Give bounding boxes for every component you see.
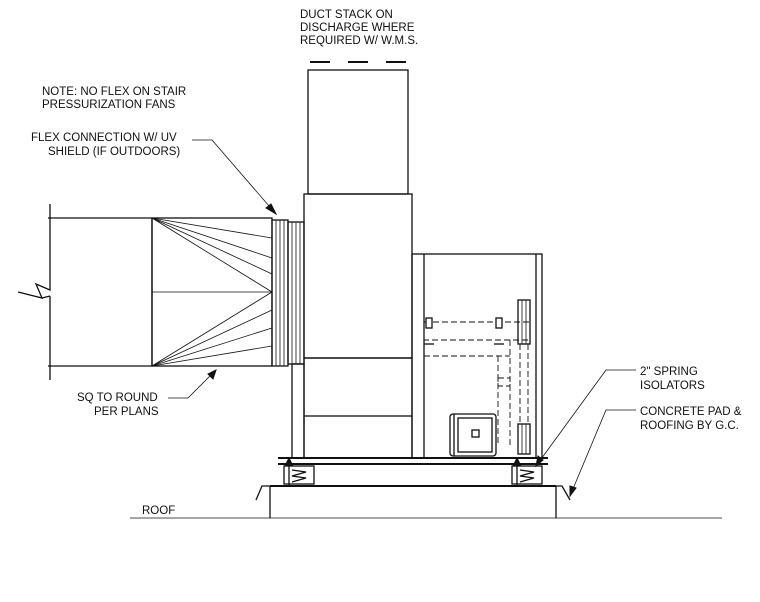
spring-isolator-right xyxy=(511,456,543,486)
duct-stack-line-3: REQUIRED W/ W.M.S. xyxy=(300,35,418,47)
duct-stack-line-2: DISCHARGE WHERE xyxy=(300,22,415,34)
sq-to-round-line-1: SQ TO ROUND xyxy=(77,392,158,404)
sq-to-round-label: SQ TO ROUND PER PLANS xyxy=(77,392,159,418)
concrete-pad-line-2: ROOFING BY G.C. xyxy=(640,420,739,432)
spring-isolators-label: 2" SPRING ISOLATORS xyxy=(640,366,705,392)
drive-cabinet xyxy=(411,253,543,459)
spring-leader xyxy=(535,369,636,468)
note-line-1: NOTE: NO FLEX ON STAIR xyxy=(42,86,186,98)
flex-connection xyxy=(271,219,305,367)
sq-to-round-transition xyxy=(151,217,273,367)
spring-isolators-line-2: ISOLATORS xyxy=(640,380,705,392)
duct-stack-label: DUCT STACK ON DISCHARGE WHERE REQUIRED W… xyxy=(300,9,418,47)
flex-connection-label: FLEX CONNECTION W/ UV SHIELD (IF OUTDOOR… xyxy=(31,132,180,158)
flex-leader xyxy=(192,139,278,216)
note-label: NOTE: NO FLEX ON STAIR PRESSURIZATION FA… xyxy=(42,86,186,111)
sq-to-round-line-2: PER PLANS xyxy=(94,406,159,418)
inlet-duct xyxy=(17,204,152,380)
flex-connection-line-1: FLEX CONNECTION W/ UV xyxy=(31,132,177,144)
duct-stack xyxy=(307,61,409,195)
roof-label: ROOF xyxy=(142,505,175,517)
pad-leader xyxy=(569,409,636,498)
fan-base-rail xyxy=(278,457,548,465)
concrete-pad xyxy=(255,485,571,518)
concrete-pad-line-1: CONCRETE PAD & xyxy=(640,406,742,418)
spring-isolator-left xyxy=(283,456,315,486)
flex-connection-line-2: SHIELD (IF OUTDOORS) xyxy=(48,146,180,158)
concrete-pad-label: CONCRETE PAD & ROOFING BY G.C. xyxy=(640,406,742,432)
fan-housing xyxy=(291,193,413,459)
sq-to-round-leader xyxy=(168,369,217,399)
duct-stack-line-1: DUCT STACK ON xyxy=(300,9,393,21)
note-line-2: PRESSURIZATION FANS xyxy=(42,99,176,111)
spring-isolators-line-1: 2" SPRING xyxy=(640,366,698,378)
